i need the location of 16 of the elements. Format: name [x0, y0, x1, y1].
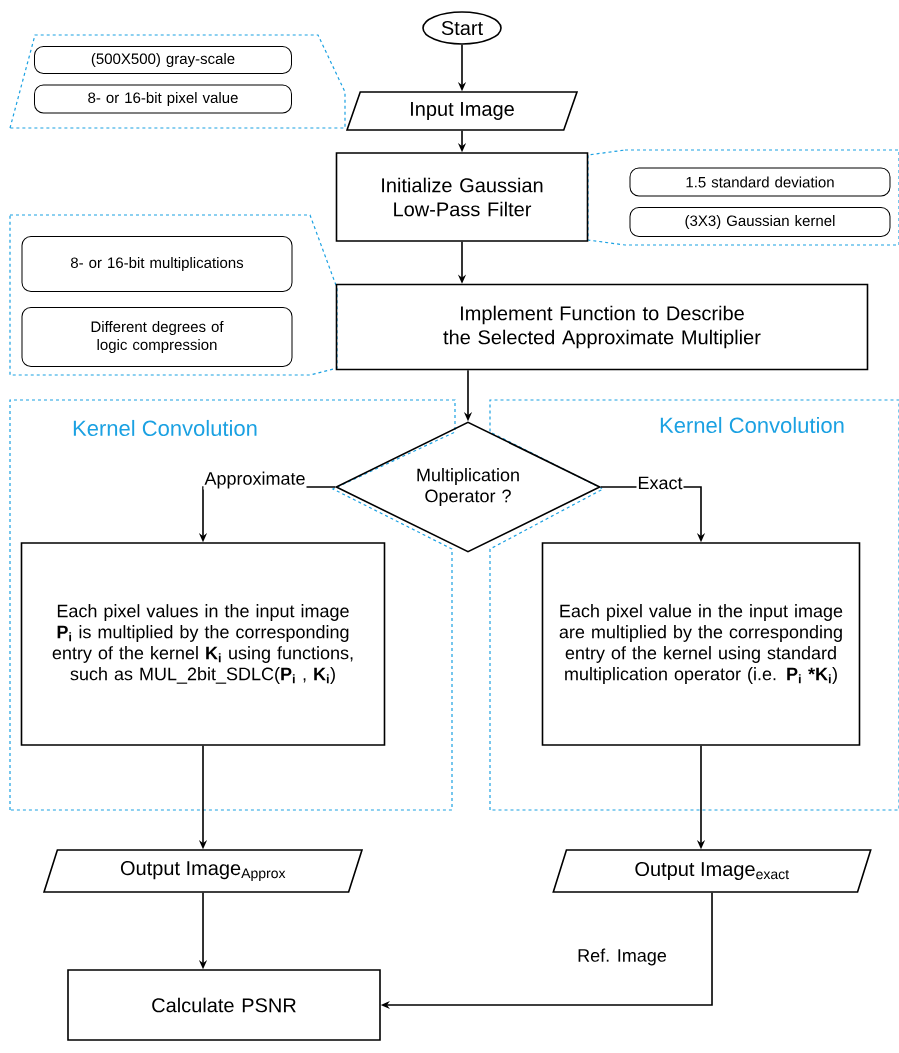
edge-label: Ref. Image: [576, 947, 668, 967]
start-oval: Start: [422, 11, 502, 45]
parameter-pill: Different degrees of logic compression: [21, 307, 293, 367]
process-box: Calculate PSNR: [67, 969, 381, 1041]
process-box: Each pixel value in the input image are multiplied by the corresponding entry of the kernel using standard multiplication operator (i.e. P$_{i}$ *K$_{i}$): [541, 542, 861, 746]
parameter-pill: (500X500) gray-scale: [34, 46, 292, 74]
parameter-pill: 8- or 16-bit pixel value: [34, 84, 292, 114]
edge-label: Approximate: [203, 470, 307, 490]
process-box: Each pixel values in the input image P$_{i}$ is multiplied by the corresponding entry of the kernel K$_{i}$ using functions, such as MUL_2bit_SDLC(P$_{i}$ , K$_{i}$): [20, 542, 386, 746]
parameter-pill: 8- or 16-bit multiplications: [21, 236, 293, 292]
parameter-pill: (3X3) Gaussian kernel: [629, 207, 891, 237]
process-box: Implement Function to Describe the Selected Approximate Multiplier: [335, 283, 869, 371]
parameter-pill: 1.5 standard deviation: [629, 167, 891, 197]
process-box: Initialize Gaussian Low-Pass Filter: [335, 152, 589, 242]
edge-label: Exact: [636, 475, 684, 491]
output-parallelogram: Output Image$_{exact}$: [552, 849, 872, 893]
